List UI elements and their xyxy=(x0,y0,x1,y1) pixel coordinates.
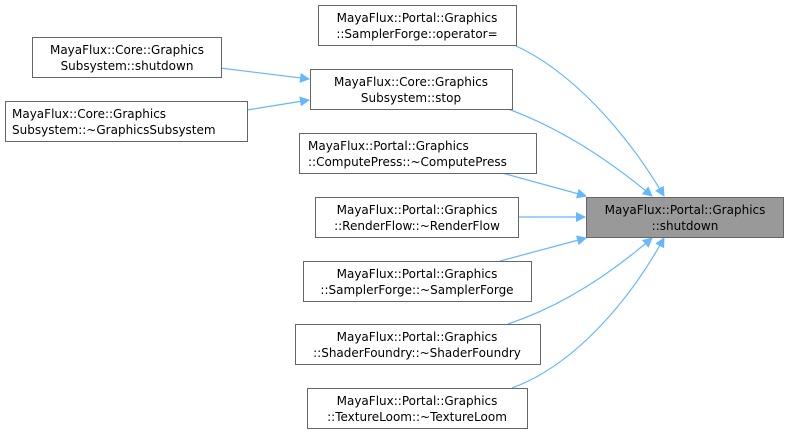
edge-stop-to-shutdown xyxy=(507,108,653,197)
svg-text:Subsystem::shutdown: Subsystem::shutdown xyxy=(61,59,194,73)
svg-text:::shutdown: ::shutdown xyxy=(652,219,719,233)
svg-text:MayaFlux::Core::Graphics: MayaFlux::Core::Graphics xyxy=(334,75,488,89)
svg-text:Subsystem::~GraphicsSubsystem: Subsystem::~GraphicsSubsystem xyxy=(12,123,216,137)
edge-graphics-subsystem-dtor-to-stop xyxy=(246,96,310,111)
edge-samplerforge-dtor-to-shutdown xyxy=(499,235,587,262)
svg-text:MayaFlux::Portal::Graphics: MayaFlux::Portal::Graphics xyxy=(337,267,498,281)
node-samplerforge-dtor[interactable]: MayaFlux::Portal::Graphics ::SamplerForg… xyxy=(303,261,532,302)
svg-text:MayaFlux::Portal::Graphics: MayaFlux::Portal::Graphics xyxy=(337,330,498,344)
svg-text:MayaFlux::Portal::Graphics: MayaFlux::Portal::Graphics xyxy=(605,203,766,217)
svg-text:::SamplerForge::operator=: ::SamplerForge::operator= xyxy=(336,27,497,41)
edge-shaderfoundry-to-shutdown xyxy=(507,237,653,325)
node-core-graphics-subsystem-shutdown[interactable]: MayaFlux::Core::Graphics Subsystem::shut… xyxy=(32,37,222,78)
edge-textureloom-to-shutdown xyxy=(511,237,665,389)
node-renderflow-dtor[interactable]: MayaFlux::Portal::Graphics ::RenderFlow:… xyxy=(315,197,519,238)
svg-text:MayaFlux::Portal::Graphics: MayaFlux::Portal::Graphics xyxy=(308,139,469,153)
edge-operator-assign-to-shutdown xyxy=(513,44,665,197)
node-target-portal-graphics-shutdown[interactable]: MayaFlux::Portal::Graphics ::shutdown xyxy=(586,197,784,238)
node-core-graphics-subsystem-stop[interactable]: MayaFlux::Core::Graphics Subsystem::stop xyxy=(310,69,513,110)
svg-text:::SamplerForge::~SamplerForge: ::SamplerForge::~SamplerForge xyxy=(320,283,513,297)
edge-computepress-to-shutdown xyxy=(501,172,587,199)
svg-text:MayaFlux::Core::Graphics: MayaFlux::Core::Graphics xyxy=(50,43,204,57)
node-computepress-dtor[interactable]: MayaFlux::Portal::Graphics ::ComputePres… xyxy=(299,133,537,174)
svg-text:MayaFlux::Portal::Graphics: MayaFlux::Portal::Graphics xyxy=(337,203,498,217)
svg-text:MayaFlux::Portal::Graphics: MayaFlux::Portal::Graphics xyxy=(337,11,498,25)
node-textureloom-dtor[interactable]: MayaFlux::Portal::Graphics ::TextureLoom… xyxy=(307,388,528,429)
svg-text:::RenderFlow::~RenderFlow: ::RenderFlow::~RenderFlow xyxy=(334,219,500,233)
svg-text:::ShaderFoundry::~ShaderFoundr: ::ShaderFoundry::~ShaderFoundry xyxy=(313,346,521,360)
svg-text:MayaFlux::Core::Graphics: MayaFlux::Core::Graphics xyxy=(12,107,166,121)
edge-core-shutdown-to-stop xyxy=(219,67,310,83)
node-samplerforge-operator-assign[interactable]: MayaFlux::Portal::Graphics ::SamplerForg… xyxy=(318,5,517,46)
svg-text:Subsystem::stop: Subsystem::stop xyxy=(361,91,461,105)
node-shaderfoundry-dtor[interactable]: MayaFlux::Portal::Graphics ::ShaderFound… xyxy=(295,324,541,365)
node-core-graphics-subsystem-dtor[interactable]: MayaFlux::Core::Graphics Subsystem::~Gra… xyxy=(5,101,248,142)
svg-text:::TextureLoom::~TextureLoom: ::TextureLoom::~TextureLoom xyxy=(327,410,507,424)
svg-text:MayaFlux::Portal::Graphics: MayaFlux::Portal::Graphics xyxy=(337,394,498,408)
svg-text:::ComputePress::~ComputePress: ::ComputePress::~ComputePress xyxy=(308,155,507,169)
